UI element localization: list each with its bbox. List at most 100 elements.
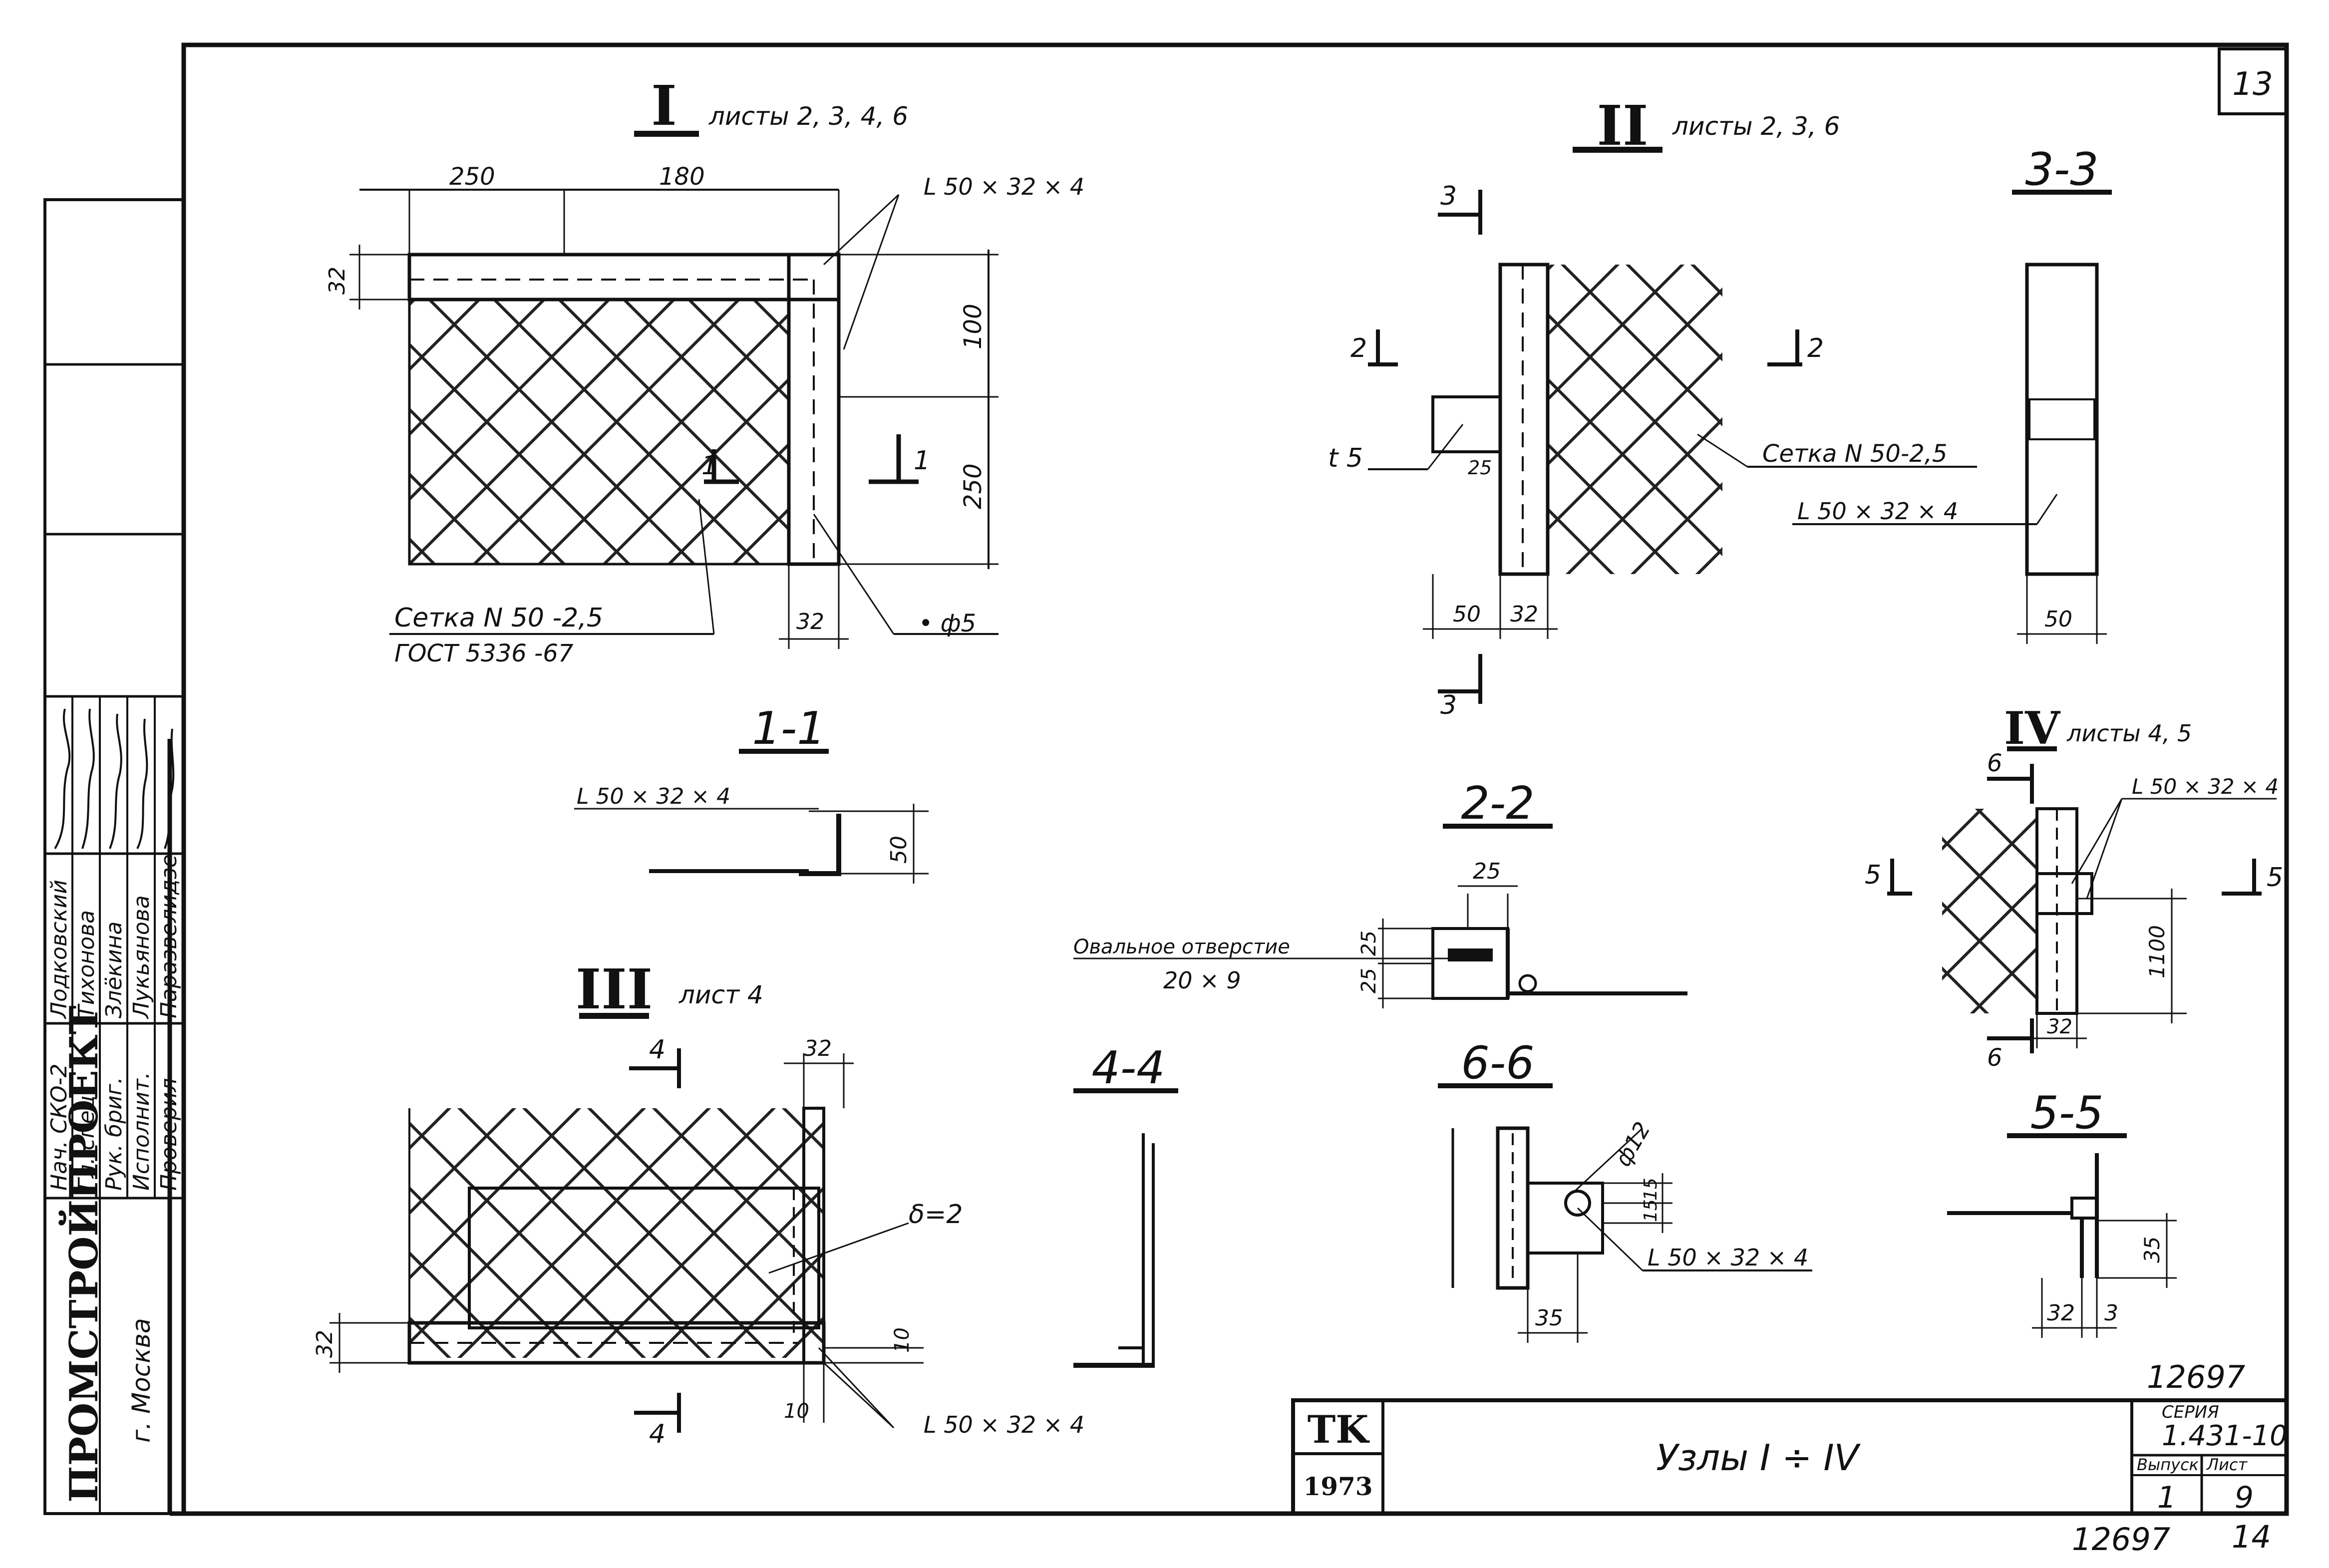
staff-name-5: Паразвелидзе [156, 854, 182, 1018]
section-1-1-label: 1-1 [752, 702, 826, 755]
org-city: г. Москва [127, 1318, 156, 1443]
node-4-cut-5-left: 5 [1865, 860, 1881, 890]
node-4-cut-5-right: 5 [2267, 863, 2283, 893]
bottom-sheet: 14 [2232, 1519, 2271, 1555]
node-4-angle: L 50 × 32 × 4 [2132, 774, 2279, 799]
node-3-roman: III [576, 957, 653, 1021]
section-2-2-hole: Овальное отверстие [1073, 936, 1290, 958]
staff-role-4: Исполнит. [129, 1072, 154, 1191]
section-3-3: 3-3 50 L 50 × 32 × 4 [1792, 143, 2112, 644]
node-2-dim-32: 32 [1510, 602, 1538, 627]
node-2: II листы 2, 3, 6 3 3 2 2 t 5 25 50 32 Се… [1328, 93, 1977, 720]
section-5-5-label: 5-5 [2030, 1087, 2104, 1139]
mesh-fill-3 [409, 1108, 824, 1358]
node-2-sheets: листы 2, 3, 6 [1672, 112, 1840, 141]
section-6-6-label: 6-6 [1461, 1037, 1535, 1089]
section-6-6-dim-15b: 15 [1641, 1199, 1661, 1222]
node-3-thk: δ=2 [909, 1200, 963, 1230]
section-3-3-label: 3-3 [2025, 143, 2099, 196]
node-1-dim-180: 180 [659, 163, 705, 191]
section-1-1: 1-1 50 L 50 × 32 × 4 [574, 702, 929, 884]
node-1-gost: ГОСТ 5336 -67 [394, 639, 574, 667]
section-2-2-dim-b: 25 [1357, 968, 1380, 993]
node-3-dim-32l: 32 [312, 1330, 337, 1358]
oval-hole [1448, 948, 1493, 961]
node-1-dim-100: 100 [959, 304, 987, 349]
section-2-2-label: 2-2 [1461, 777, 1535, 830]
node-4-sheets: листы 4, 5 [2066, 720, 2192, 747]
issue: 1 [2157, 1480, 2176, 1515]
staff-name-1: Лодковский [46, 880, 72, 1019]
node-4-dim-32: 32 [2047, 1015, 2072, 1038]
section-2-2-hole-size: 20 × 9 [1163, 967, 1241, 994]
side-stamp: Нач. СКО-2 Гл. спец. Рук. бриг. Исполнит… [43, 198, 185, 1515]
mesh-fill-2 [1548, 265, 1722, 574]
section-4-4: 4-4 [1073, 1042, 1178, 1368]
section-2-2: 2-2 25 25 25 Овальное отверстие 20 × 9 [1073, 777, 1687, 1008]
node-1-dim-32b: 32 [796, 609, 824, 634]
section-1-1-angle: L 50 × 32 × 4 [577, 784, 730, 809]
section-3-3-dim: 50 [2044, 607, 2072, 632]
node-1-cut-right: 1 [914, 446, 930, 476]
section-1-1-dim: 50 [886, 836, 912, 864]
brand: TK [1308, 1407, 1370, 1452]
node-2-angle: L 50 × 32 × 4 [1797, 498, 1958, 525]
series: 1.431-10 [2162, 1420, 2288, 1452]
issue-label: Выпуск [2137, 1455, 2199, 1474]
node-4-roman: IV [2004, 702, 2061, 755]
staff-name-4: Лукьянова [129, 895, 154, 1019]
org-name: ПРОМСТРОЙПРОЕКТ [58, 1005, 107, 1503]
node-3-sheets: лист 4 [678, 980, 763, 1009]
drawing-title: Узлы I ÷ IV [1656, 1437, 1861, 1479]
node-3-dim-32: 32 [804, 1036, 832, 1061]
sheet: 9 [2235, 1480, 2254, 1515]
node-3-dim-10b: 10 [784, 1400, 809, 1423]
sheet-number-box: 13 [2218, 47, 2288, 115]
mesh-fill [409, 300, 789, 564]
mesh-fill-4 [1942, 809, 2037, 1013]
node-2-mesh: Сетка N 50-2,5 [1762, 440, 1948, 468]
section-5-5: 5-5 35 32 3 [1947, 1087, 2177, 1338]
section-2-2-dim-a: 25 [1357, 931, 1380, 956]
section-6-6-angle: L 50 × 32 × 4 [1648, 1244, 1808, 1271]
node-2-dim-25: 25 [1468, 457, 1492, 479]
staff-role-1: Нач. СКО-2 [46, 1064, 72, 1191]
node-2-dim-50: 50 [1453, 602, 1481, 627]
node-1-dim-250v: 250 [959, 463, 987, 509]
staff-name-3: Злёкина [101, 922, 127, 1018]
section-5-5-dim-35: 35 [2140, 1237, 2164, 1263]
node-1-rod: • ф5 [919, 610, 976, 637]
node-3-cut-4-top: 4 [649, 1035, 665, 1065]
node-1: I листы 2, 3, 4, 6 250 180 32 100 250 32… [325, 73, 1084, 667]
node-4-cut-6-top: 6 [1987, 749, 2002, 777]
node-1-dim-32: 32 [325, 267, 350, 295]
node-2-cut-2-left: 2 [1350, 333, 1367, 363]
node-1-angle: L 50 × 32 × 4 [924, 173, 1084, 200]
node-2-cut-3-bottom: 3 [1440, 690, 1457, 720]
node-1-mesh: Сетка N 50 -2,5 [394, 603, 603, 633]
section-2-2-dim-top: 25 [1473, 859, 1501, 884]
signatures [54, 708, 175, 850]
series-number: 12697 [2147, 1359, 2245, 1395]
node-1-cut-left: 1 [701, 451, 718, 481]
node-4-cut-6-bottom: 6 [1987, 1044, 2002, 1072]
node-4-dim-1100: 1100 [2145, 925, 2169, 978]
series-label: СЕРИЯ [2162, 1402, 2219, 1422]
section-6-6-dia: ф12 [1610, 1118, 1656, 1171]
node-1-sheets: листы 2, 3, 4, 6 [708, 102, 908, 131]
section-4-4-label: 4-4 [1092, 1042, 1165, 1094]
title-block: TK 1973 Узлы I ÷ IV СЕРИЯ 1.431-10 Выпус… [1291, 1359, 2289, 1558]
staff-role-5: Проверил [156, 1078, 182, 1191]
bottom-number: 12697 [2072, 1521, 2170, 1558]
node-3-angle: L 50 × 32 × 4 [924, 1411, 1084, 1438]
node-4: IV листы 4, 5 6 6 5 5 1100 32 L 50 × 32 … [1865, 702, 2283, 1072]
node-3-cut-4-bottom: 4 [649, 1419, 665, 1449]
node-3: III лист 4 4 4 32 32 δ=2 10 10 L [312, 957, 1084, 1449]
section-6-6: 6-6 15 15 ф12 35 L 50 × 32 × 4 [1438, 1037, 1812, 1343]
node-3-dim-10: 10 [891, 1327, 914, 1353]
node-2-cut-2-right: 2 [1807, 333, 1824, 363]
section-5-5-dim-3: 3 [2104, 1300, 2118, 1326]
node-2-cut-3-top: 3 [1440, 181, 1457, 211]
section-6-6-dim-35: 35 [1535, 1305, 1563, 1331]
